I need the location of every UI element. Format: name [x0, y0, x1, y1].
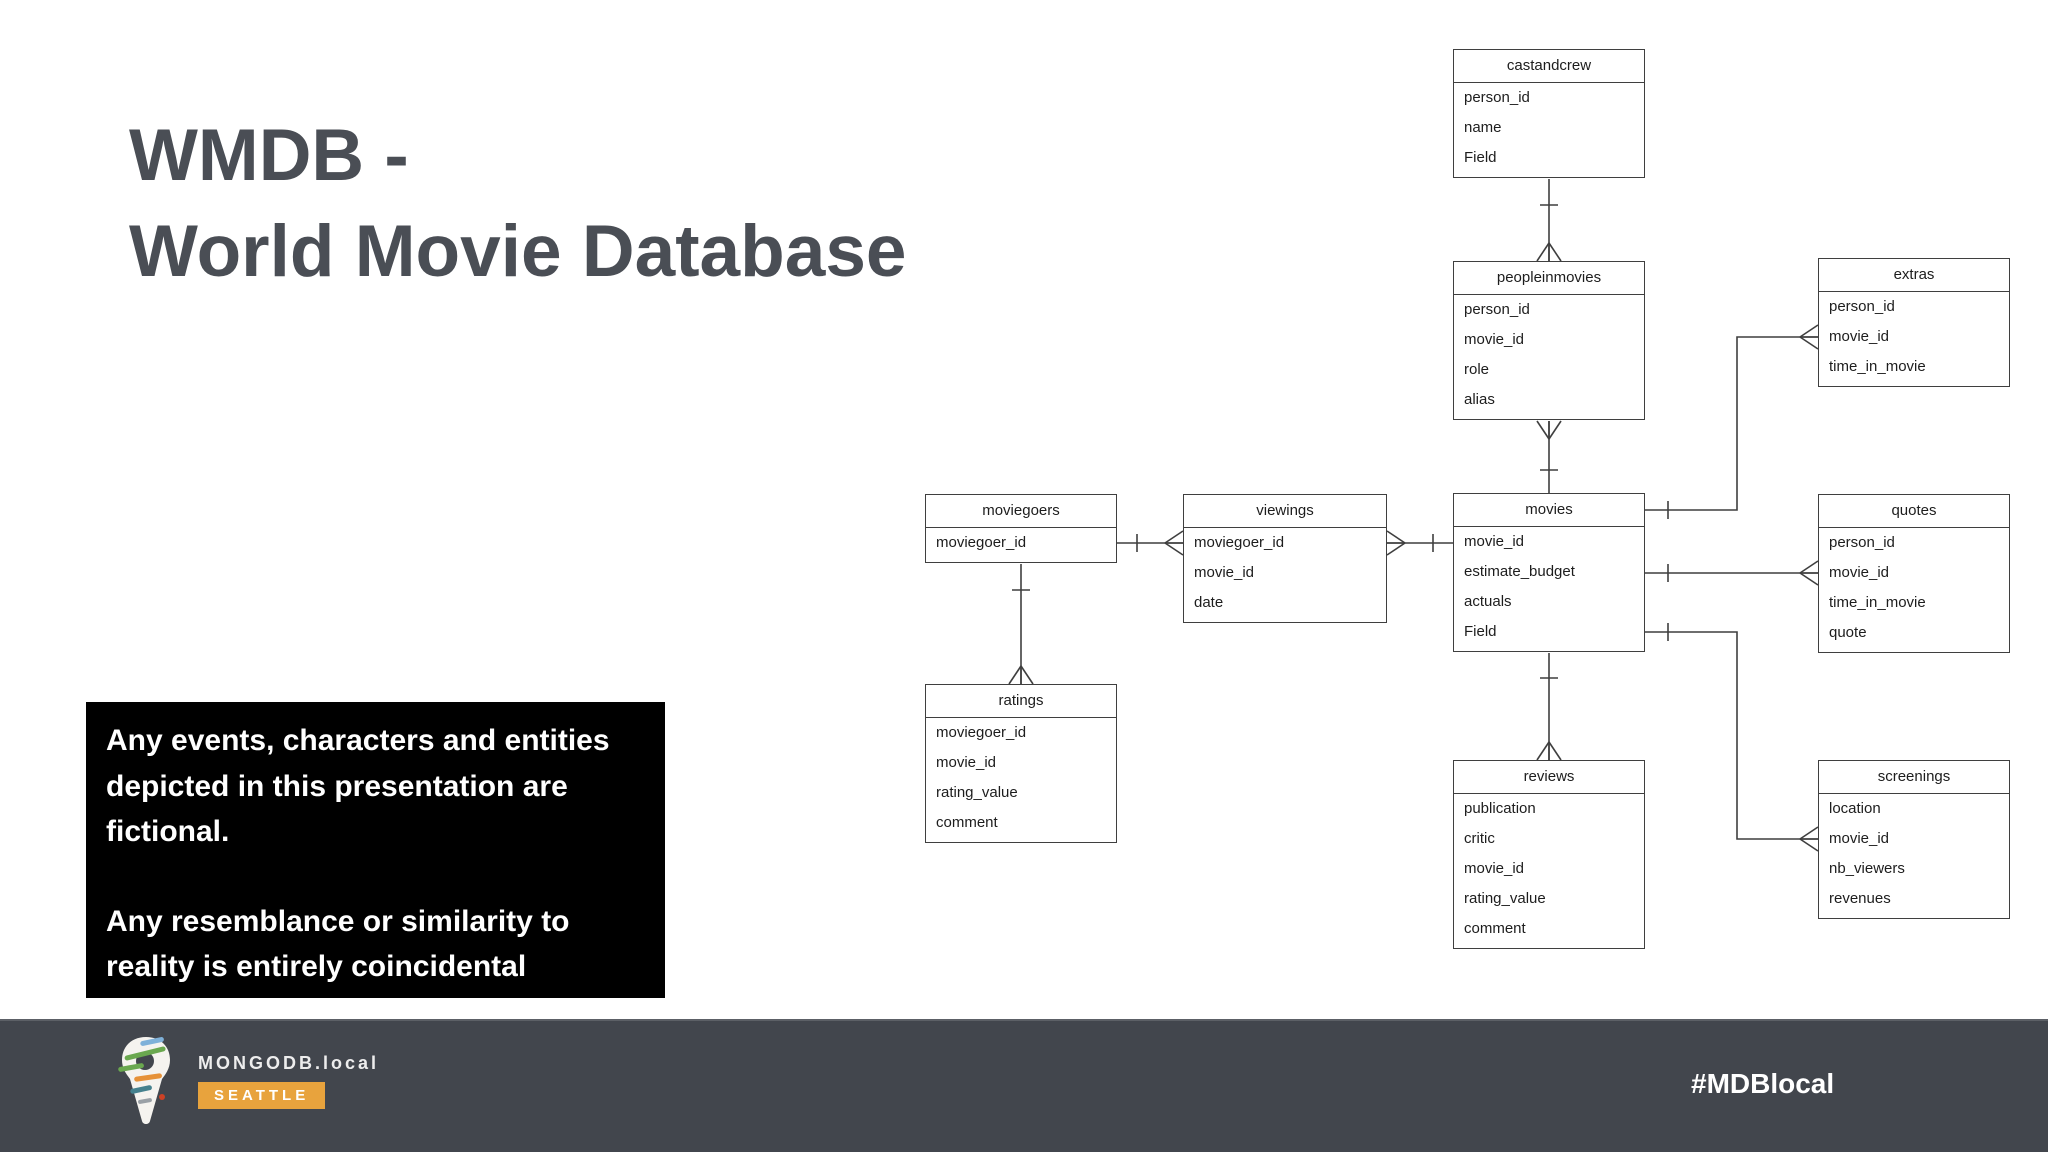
- entity-field-screenings-revenues: revenues: [1829, 890, 1891, 907]
- cardinality-many-crowfoot: [1386, 530, 1406, 544]
- entity-field-castandcrew-Field: Field: [1464, 149, 1497, 166]
- cardinality-many-crowfoot: [1799, 336, 1819, 350]
- slide-title-line2: World Movie Database: [129, 211, 907, 293]
- disclaimer-box: Any events, characters and entities depi…: [86, 702, 665, 998]
- entity-title-quotes: quotes: [1819, 495, 2009, 528]
- cardinality-many-crowfoot: [1164, 542, 1184, 556]
- event-hashtag: #MDBlocal: [1691, 1068, 1835, 1099]
- slide-title-line1: WMDB -: [129, 115, 409, 196]
- entity-field-peopleinmovies-role: role: [1464, 361, 1490, 378]
- connector-movies-screenings: [1645, 631, 1818, 840]
- cardinality-many-crowfoot: [1536, 242, 1550, 262]
- entity-field-quotes-quote: quote: [1829, 624, 1867, 641]
- cardinality-many-crowfoot: [1386, 542, 1406, 556]
- entity-title-viewings: viewings: [1184, 495, 1386, 528]
- entity-field-screenings-nb_viewers: nb_viewers: [1829, 860, 1905, 877]
- entity-reviews: reviews publication critic movie_id rating_v…: [1453, 760, 1645, 949]
- connector-movies-extras: [1645, 336, 1818, 511]
- entity-field-peopleinmovies-person_id: person_id: [1464, 301, 1530, 318]
- cardinality-many-crowfoot: [1799, 838, 1819, 852]
- entity-field-ratings-movie_id: movie_id: [936, 754, 997, 771]
- entity-field-quotes-movie_id: movie_id: [1829, 564, 1890, 581]
- entity-title-ratings: ratings: [926, 685, 1116, 718]
- city-badge: SEATTLE: [198, 1082, 326, 1109]
- entity-field-peopleinmovies-alias: alias: [1464, 391, 1495, 408]
- entity-title-movies: movies: [1454, 494, 1644, 527]
- entity-field-reviews-publication: publication: [1464, 800, 1536, 817]
- entity-title-screenings: screenings: [1819, 761, 2009, 794]
- entity-field-extras-movie_id: movie_id: [1829, 328, 1890, 345]
- cardinality-many-crowfoot: [1008, 665, 1022, 685]
- cardinality-many-crowfoot: [1799, 572, 1819, 586]
- cardinality-many-crowfoot: [1799, 324, 1819, 338]
- entity-field-viewings-movie_id: movie_id: [1194, 564, 1255, 581]
- cardinality-many-crowfoot: [1548, 420, 1562, 440]
- entity-field-moviegoers-moviegoer_id: moviegoer_id: [936, 534, 1027, 551]
- cardinality-many-crowfoot: [1536, 741, 1550, 761]
- entity-field-extras-person_id: person_id: [1829, 298, 1895, 315]
- entity-field-viewings-moviegoer_id: moviegoer_id: [1194, 534, 1285, 551]
- entity-field-reviews-movie_id: movie_id: [1464, 860, 1525, 877]
- logo-text: MONGODB.local SEATTLE: [198, 1053, 379, 1109]
- cardinality-many-crowfoot: [1799, 826, 1819, 840]
- cardinality-many-crowfoot: [1799, 560, 1819, 574]
- entity-field-castandcrew-person_id: person_id: [1464, 89, 1530, 106]
- cardinality-many-crowfoot: [1020, 665, 1034, 685]
- disclaimer-paragraph-2: Any resemblance or similarity to reality…: [106, 904, 570, 984]
- entity-field-quotes-time_in_movie: time_in_movie: [1829, 594, 1926, 611]
- entity-field-reviews-rating_value: rating_value: [1464, 890, 1546, 907]
- entity-field-extras-time_in_movie: time_in_movie: [1829, 358, 1926, 375]
- slide-title: WMDB - World Movie Database: [129, 108, 907, 301]
- entity-field-ratings-comment: comment: [936, 814, 998, 831]
- entity-field-ratings-moviegoer_id: moviegoer_id: [936, 724, 1027, 741]
- cardinality-many-crowfoot: [1164, 530, 1184, 544]
- entity-moviegoers: moviegoers moviegoer_id: [925, 494, 1117, 563]
- disclaimer-paragraph-1: Any events, characters and entities depi…: [106, 724, 610, 849]
- entity-title-reviews: reviews: [1454, 761, 1644, 794]
- entity-field-reviews-comment: comment: [1464, 920, 1526, 937]
- entity-extras: extras person_id movie_id time_in_movie: [1818, 258, 2010, 387]
- entity-field-quotes-person_id: person_id: [1829, 534, 1895, 551]
- entity-title-peopleinmovies: peopleinmovies: [1454, 262, 1644, 295]
- entity-title-moviegoers: moviegoers: [926, 495, 1116, 528]
- entity-field-screenings-movie_id: movie_id: [1829, 830, 1890, 847]
- entity-field-movies-movie_id: movie_id: [1464, 533, 1525, 550]
- location-pin-icon: [118, 1037, 170, 1124]
- entity-title-extras: extras: [1819, 259, 2009, 292]
- mongodb-local-logo: MONGODB.local SEATTLE: [114, 1033, 379, 1129]
- brand-name: MONGODB.local: [198, 1053, 380, 1073]
- entity-field-viewings-date: date: [1194, 594, 1224, 611]
- entity-field-movies-actuals: actuals: [1464, 593, 1512, 610]
- entity-field-screenings-location: location: [1829, 800, 1881, 817]
- entity-field-castandcrew-name: name: [1464, 119, 1502, 136]
- entity-field-ratings-rating_value: rating_value: [936, 784, 1018, 801]
- entity-title-castandcrew: castandcrew: [1454, 50, 1644, 83]
- footer-bar: MONGODB.local SEATTLE #MDBlocal: [0, 1019, 2048, 1152]
- cardinality-many-crowfoot: [1548, 242, 1562, 262]
- cardinality-many-crowfoot: [1548, 741, 1562, 761]
- entity-field-movies-estimate_budget: estimate_budget: [1464, 563, 1575, 580]
- entity-field-peopleinmovies-movie_id: movie_id: [1464, 331, 1525, 348]
- entity-field-movies-Field: Field: [1464, 623, 1497, 640]
- entity-field-reviews-critic: critic: [1464, 830, 1495, 847]
- cardinality-many-crowfoot: [1536, 420, 1550, 440]
